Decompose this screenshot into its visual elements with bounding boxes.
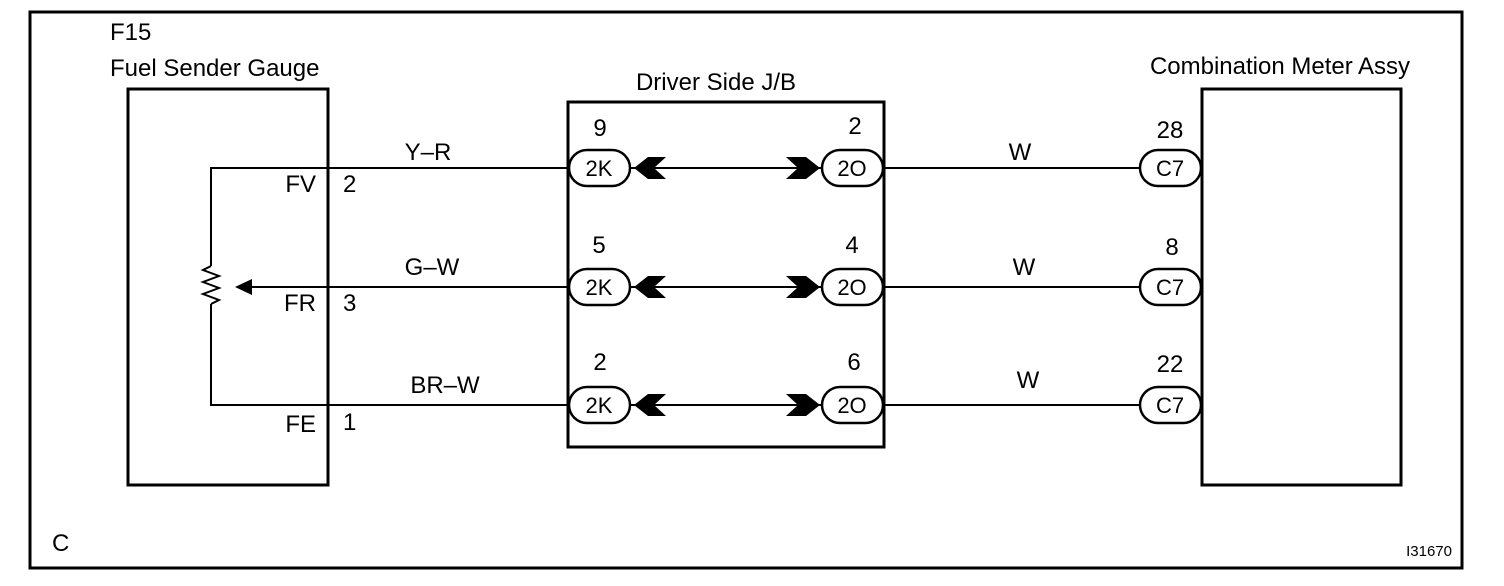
junction-block-box (566, 100, 886, 449)
jb-right-connector: 2O (837, 275, 866, 300)
terminal-pin-fe: 1 (343, 409, 356, 436)
connector-pill (567, 385, 632, 425)
connector-arrow-icon (634, 394, 666, 416)
combination-meter-box (1200, 87, 1403, 487)
connector-arrow-icon (786, 157, 820, 179)
connector-arrow-icon (786, 276, 820, 298)
jb-row: 5 4 2K 2O (567, 232, 885, 307)
jb-right-connector: 2O (837, 156, 866, 181)
jb-left-pin: 2 (593, 349, 606, 376)
meter-pin: 22 (1157, 351, 1184, 378)
connector-pill (820, 267, 885, 307)
jb-right-connector: 2O (837, 393, 866, 418)
sender-code: F15 (110, 19, 151, 46)
jb-right-pin: 6 (847, 349, 860, 376)
wire-color-label: W (1013, 254, 1036, 281)
connector-pill (1138, 385, 1203, 425)
wire-color-label: Y–R (405, 139, 452, 166)
jb-left-connector: 2K (586, 156, 613, 181)
connector-pill (1138, 267, 1203, 307)
sender-internal-wire-bottom (210, 304, 328, 406)
jb-left-pin: 5 (592, 232, 605, 259)
resistor-icon (200, 265, 222, 305)
meter-row: 22 C7 (1138, 351, 1203, 425)
wire-color-label: BR–W (410, 372, 480, 399)
connector-arrow-icon (634, 276, 666, 298)
sender-name: Fuel Sender Gauge (110, 55, 319, 82)
connector-pill (567, 267, 632, 307)
meter-row: 8 C7 (1138, 234, 1203, 307)
connector-arrow-icon (634, 157, 666, 179)
jb-row: 2 6 2K 2O (567, 349, 885, 425)
connector-pill (820, 148, 885, 188)
jb-right-pin: 2 (848, 113, 861, 140)
wire-color-label: G–W (405, 254, 460, 281)
terminal-label-fr: FR (284, 290, 316, 317)
meter-pin: 28 (1157, 117, 1184, 144)
terminal-pin-fr: 3 (343, 290, 356, 317)
jb-row: 9 2 2K 2O (567, 113, 885, 188)
meter-connector: C7 (1156, 393, 1184, 418)
meter-connector: C7 (1156, 275, 1184, 300)
meter-pin: 8 (1165, 234, 1178, 261)
wiper-arrow-icon (235, 279, 252, 295)
meter-connector: C7 (1156, 156, 1184, 181)
terminal-pin-fv: 2 (343, 171, 356, 198)
meter-row: 28 C7 (1138, 117, 1203, 188)
terminal-label-fe: FE (285, 411, 316, 438)
connector-pill (820, 385, 885, 425)
wire-color-label: W (1017, 367, 1040, 394)
meter-name: Combination Meter Assy (1150, 53, 1410, 80)
terminal-label-fv: FV (285, 171, 316, 198)
diagram-frame (28, 10, 1464, 570)
figure-id: I31670 (1406, 543, 1452, 560)
jb-right-pin: 4 (845, 232, 858, 259)
junction-block-name: Driver Side J/B (636, 69, 796, 96)
wire-color-label: W (1009, 139, 1032, 166)
connector-pill (567, 148, 632, 188)
jb-left-connector: 2K (586, 393, 613, 418)
connector-arrow-icon (786, 394, 820, 416)
jb-left-pin: 9 (593, 115, 606, 142)
sender-internal-wire-top (210, 167, 328, 266)
frame-code: C (52, 530, 69, 557)
connector-pill (1138, 148, 1203, 188)
jb-left-connector: 2K (586, 275, 613, 300)
